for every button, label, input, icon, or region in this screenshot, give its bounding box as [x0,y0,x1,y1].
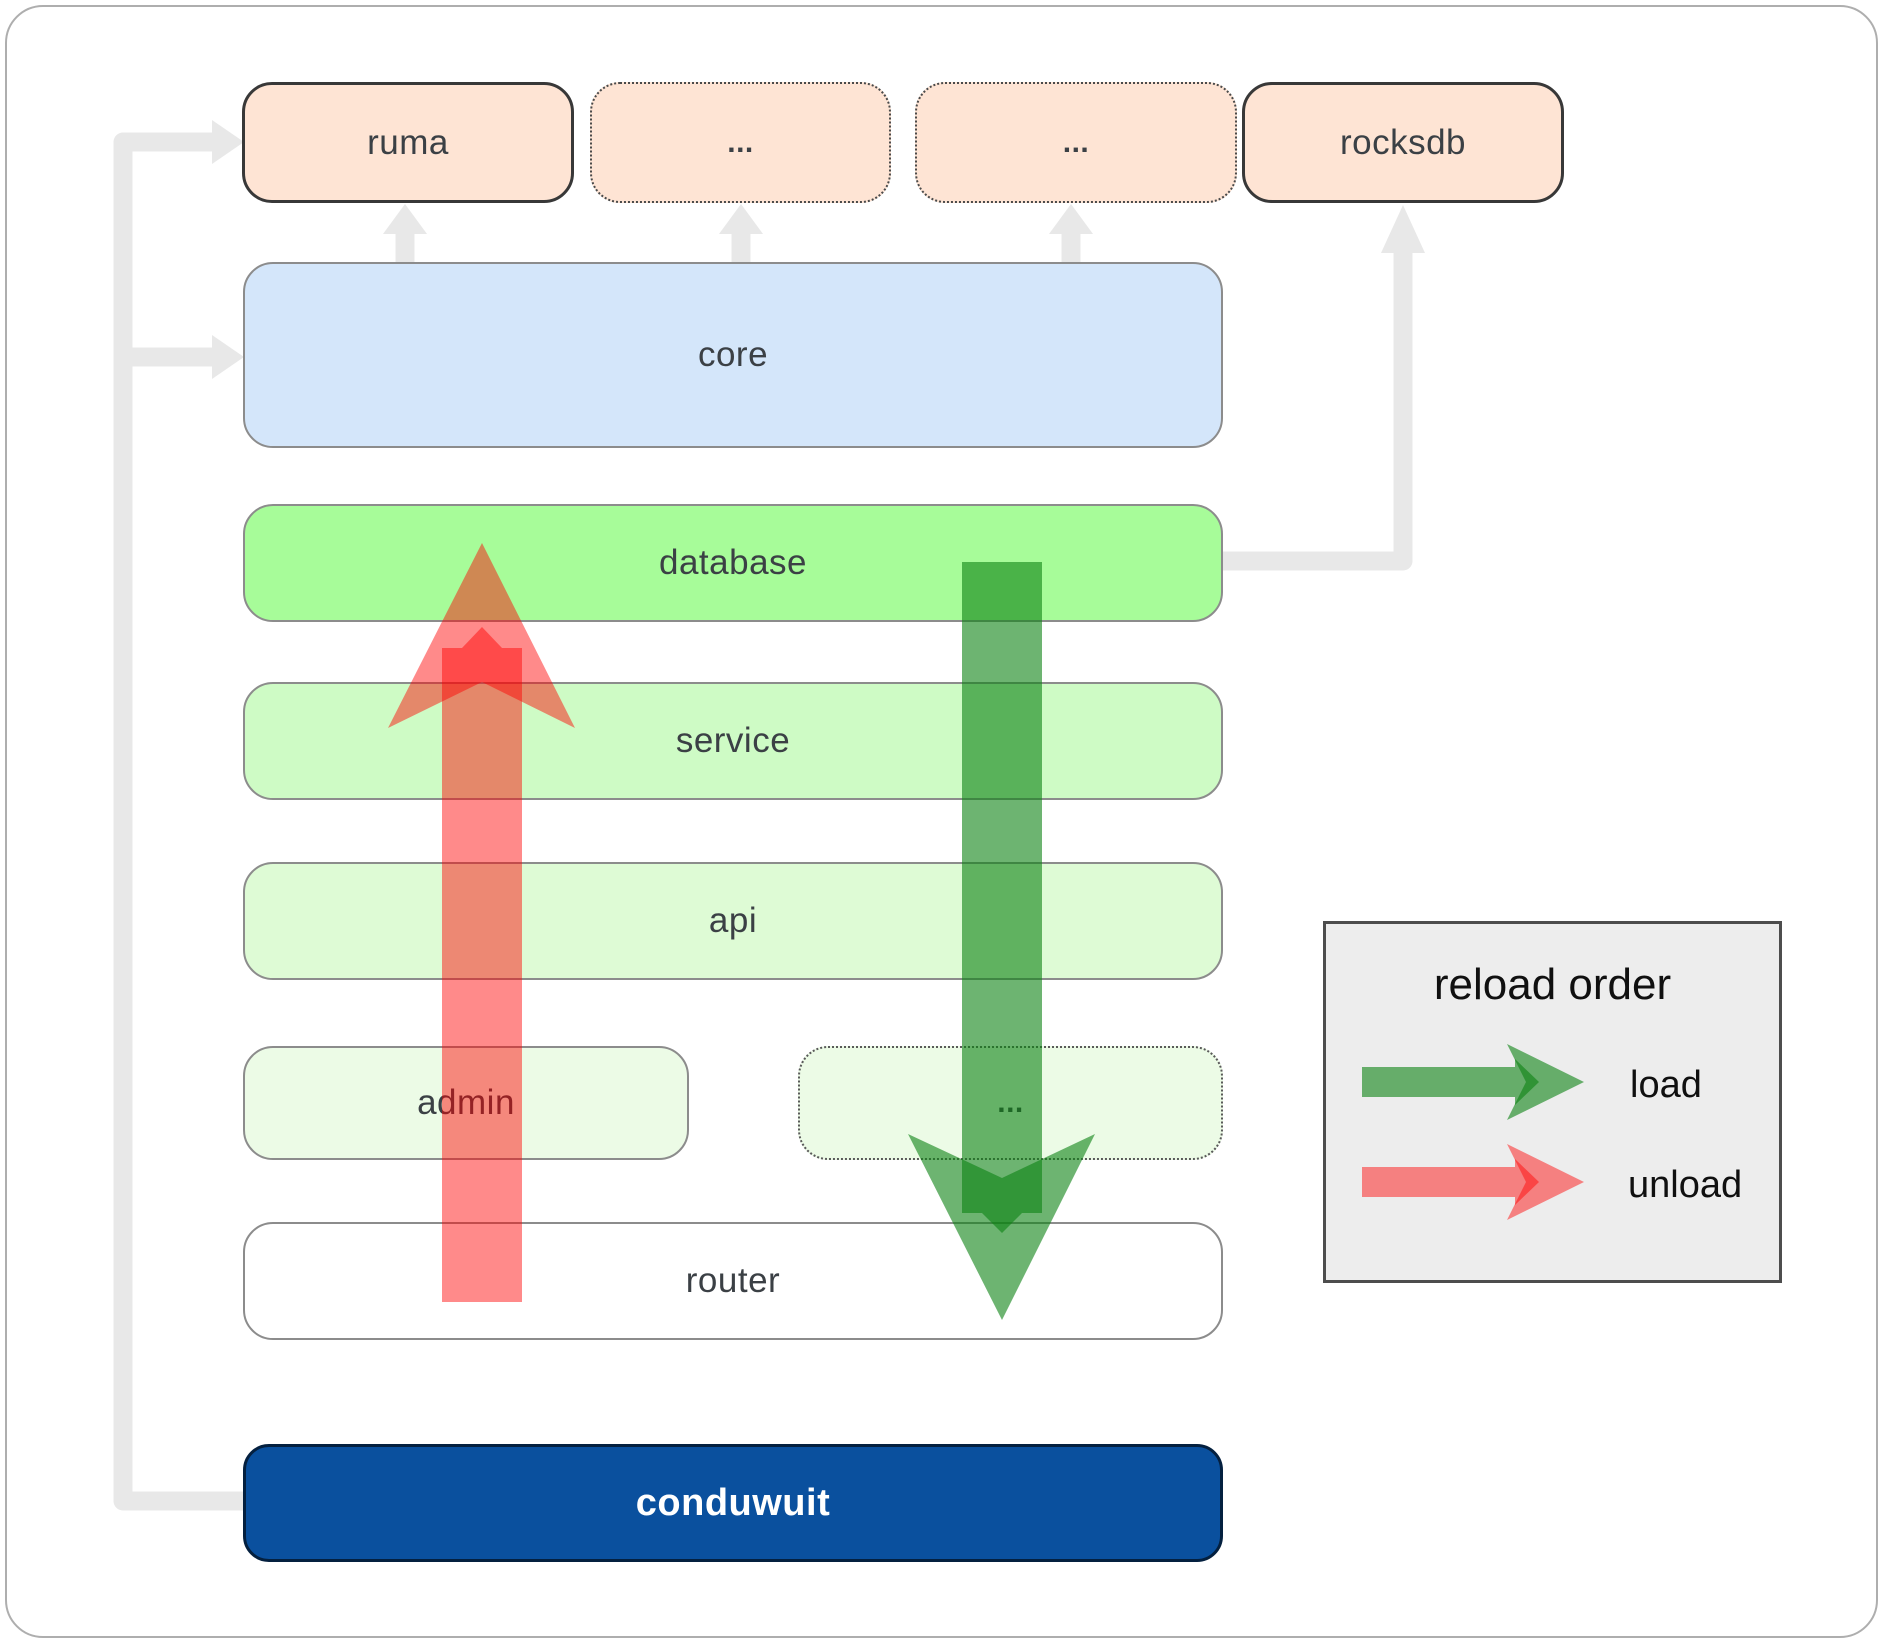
node-database: database [243,504,1223,622]
legend-title: reload order [1433,960,1672,1009]
node-api: api [243,862,1223,980]
node-ellipsis-2: ... [915,82,1237,203]
diagram-border [5,5,1878,1638]
node-ruma-label: ruma [367,122,449,162]
node-service-label: service [675,721,791,760]
arrowhead-core-ellipsis1-icon [719,204,763,234]
node-router-label: router [685,1261,781,1300]
arrowhead-core-ruma-icon [383,204,427,234]
database-to-rocksdb-connector [1223,252,1413,571]
node-core-label: core [697,335,769,374]
node-api-label: api [708,901,758,940]
node-database-label: database [658,543,808,582]
node-core: core [243,262,1223,448]
node-ellipsis-2-label: ... [1062,125,1090,159]
arrowhead-to-core-icon [212,335,244,379]
node-service: service [243,682,1223,800]
node-ellipsis-1-label: ... [727,125,754,159]
node-admin-ellipsis-label: ... [997,1086,1024,1119]
node-rocksdb-label: rocksdb [1339,122,1467,162]
arrowhead-to-rocksdb-icon [1381,205,1425,253]
node-conduwuit-label: conduwuit [635,1481,831,1524]
node-admin-label: admin [417,1083,515,1122]
node-admin-ellipsis: ... [798,1046,1223,1160]
node-conduwuit: conduwuit [243,1444,1223,1562]
node-ruma: ruma [242,82,574,203]
node-admin: admin [243,1046,689,1160]
legend-reload-order: reload order load unload [1323,921,1782,1283]
node-ellipsis-1: ... [590,82,891,203]
legend-unload-label: unload [1628,1164,1743,1206]
legend-load-label: load [1630,1064,1702,1106]
node-rocksdb: rocksdb [1242,82,1564,203]
arrowhead-to-ruma-icon [212,120,244,164]
arrowhead-core-ellipsis2-icon [1049,204,1093,234]
conduwuit-to-ruma-connector [113,132,243,1511]
node-router: router [243,1222,1223,1340]
